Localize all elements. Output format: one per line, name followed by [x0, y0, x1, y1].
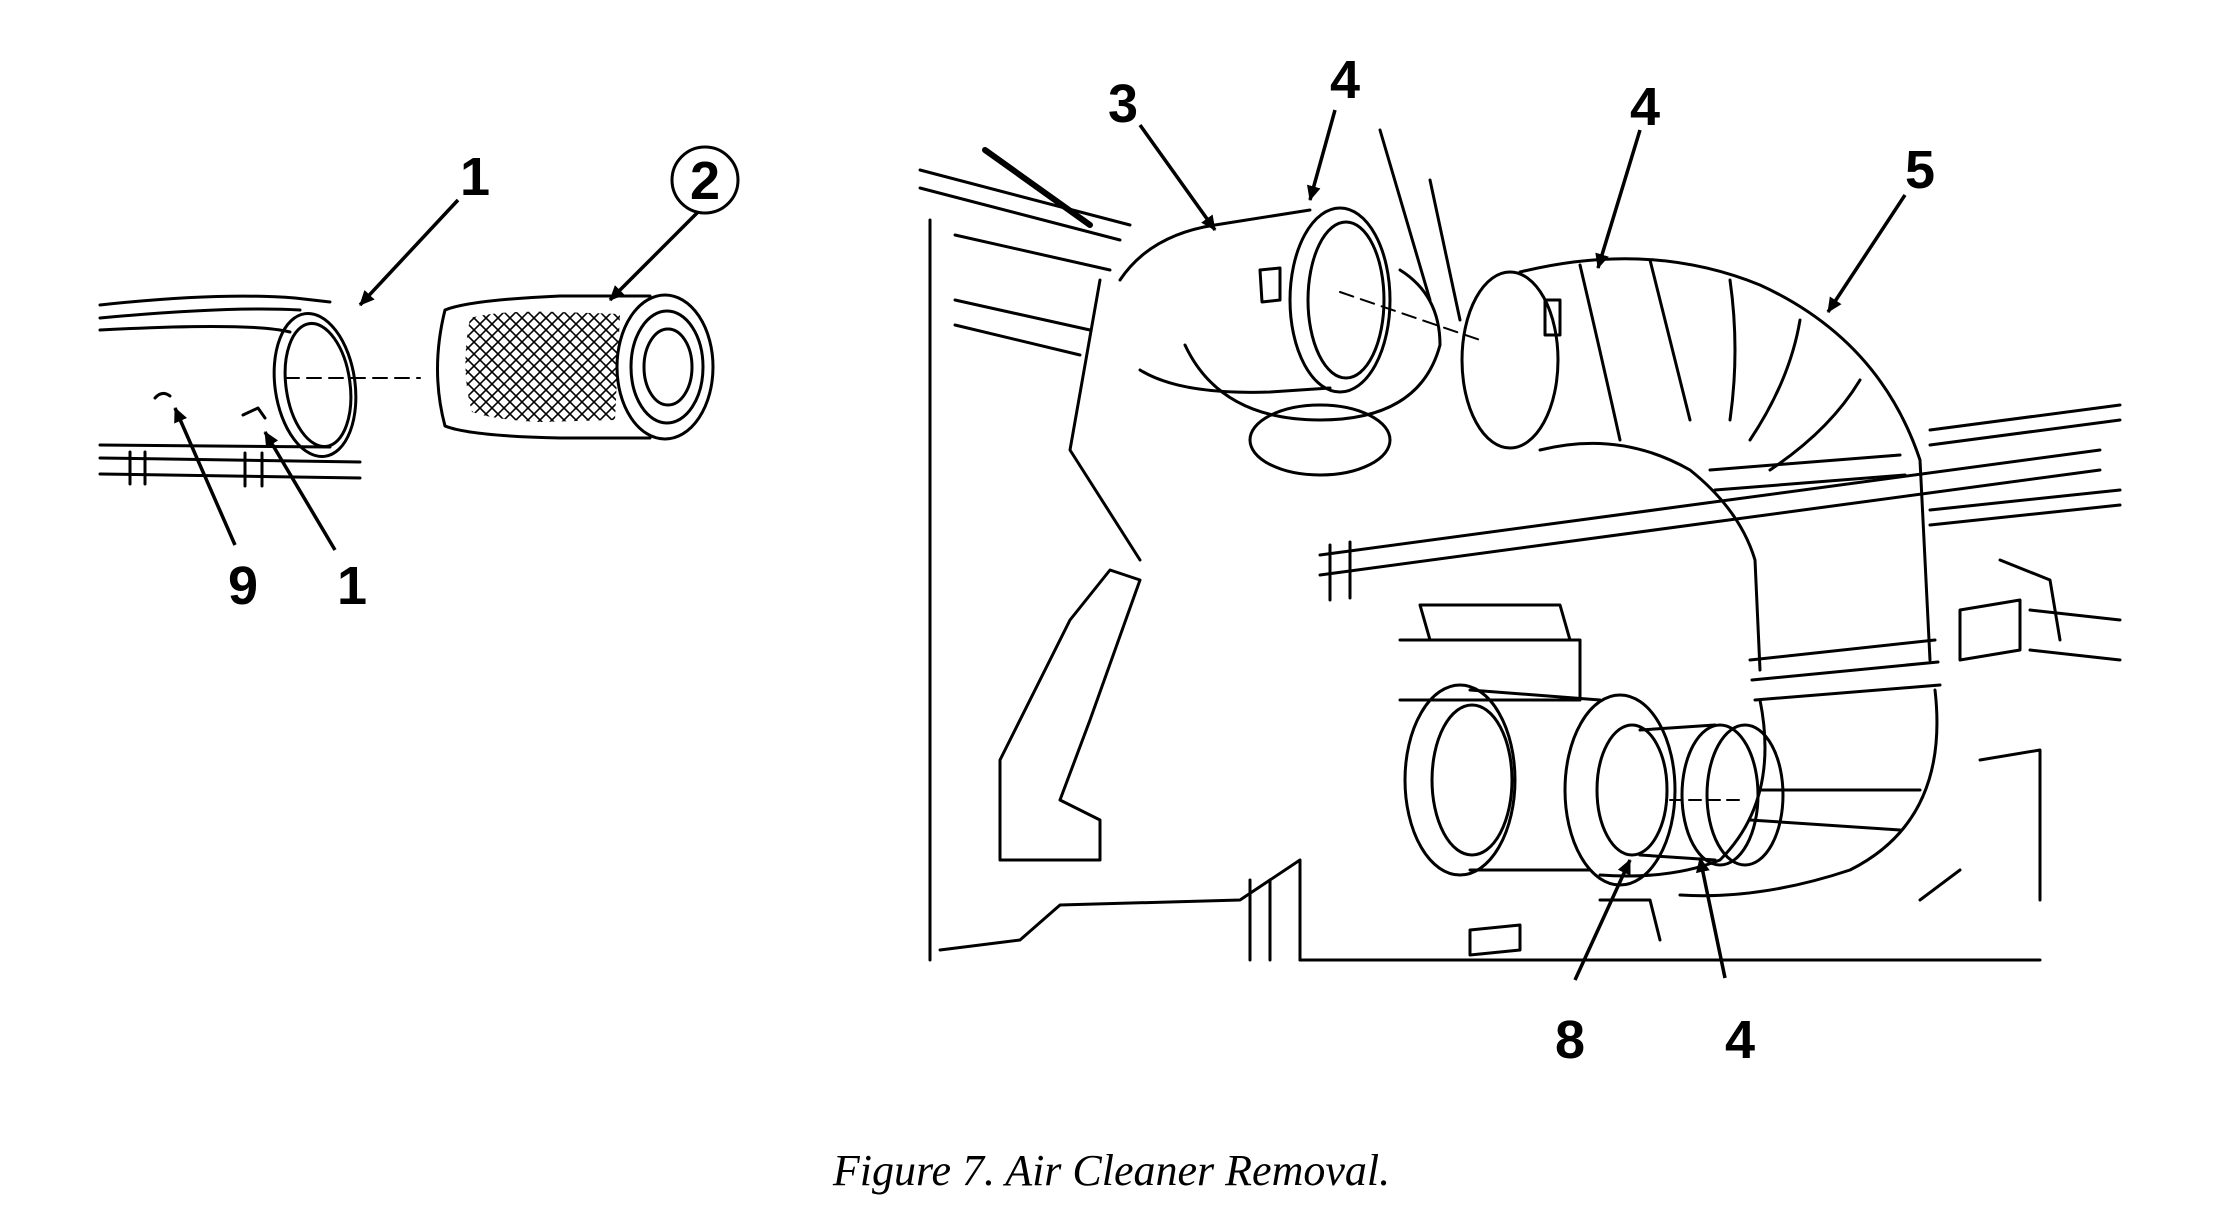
leader-right-4-a [1307, 109, 1337, 201]
left-detail-drawing [98, 294, 421, 488]
leader-right-4-c [1696, 857, 1727, 979]
engine-bay-drawing [918, 128, 2122, 962]
leader-right-8 [1573, 859, 1632, 981]
leader-right-5 [1826, 194, 1907, 313]
callout-right-4-c: 4 [1725, 1010, 1755, 1070]
callout-left-1-top: 1 [460, 147, 490, 207]
leader-right-3 [1138, 123, 1217, 232]
callout-right-4-b: 4 [1630, 77, 1660, 137]
callout-right-8: 8 [1555, 1010, 1585, 1070]
leader-left-1-top [358, 198, 460, 307]
callout-right-4-a: 4 [1330, 50, 1360, 110]
filter-element [436, 293, 715, 441]
leader-left-2 [608, 208, 702, 302]
callout-circle-2 [670, 145, 740, 215]
callout-right-3: 3 [1108, 74, 1138, 134]
leader-right-4-b [1595, 129, 1642, 269]
callout-labels: 1 2 9 1 3 4 4 5 8 4 [228, 50, 1935, 1070]
callout-right-5: 5 [1905, 140, 1935, 200]
callout-left-9: 9 [228, 556, 258, 616]
figure-caption: Figure 7. Air Cleaner Removal. [832, 1146, 1391, 1195]
leader-left-9 [173, 407, 237, 546]
callout-leaders [173, 109, 1907, 981]
leader-left-1-bottom [263, 431, 337, 551]
callout-left-2: 2 [690, 151, 720, 211]
callout-left-1-bottom: 1 [337, 556, 367, 616]
